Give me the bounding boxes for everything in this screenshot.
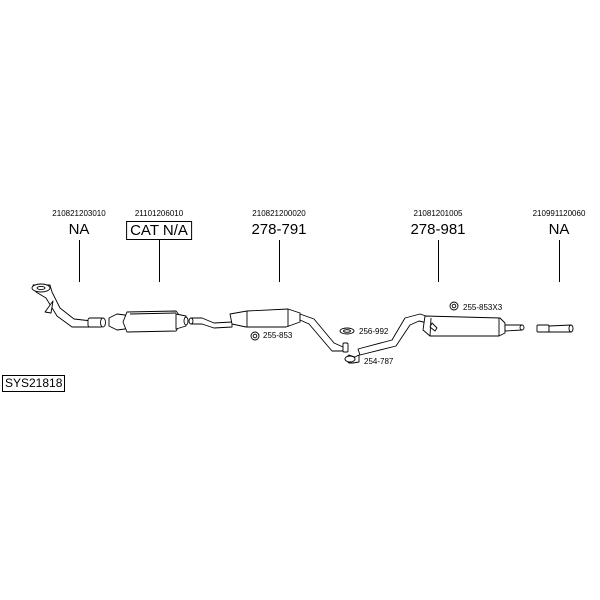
clamp-icon-a (250, 331, 260, 341)
gasket-part[interactable] (339, 327, 355, 335)
part-number-front-pipe[interactable]: NA (68, 221, 90, 238)
clamp-icon-c (449, 301, 459, 311)
oem-number-rear-silencer: 21081201005 (413, 209, 463, 218)
part-number-tail-pipe[interactable]: NA (548, 221, 570, 238)
catalytic-converter-part[interactable] (108, 310, 189, 333)
leader-line-catalyst (159, 240, 160, 282)
tail-pipe-part[interactable] (536, 324, 574, 333)
clamp-part-b[interactable] (344, 354, 360, 364)
system-code-label: SYS21818 (2, 375, 66, 392)
front-silencer-part[interactable] (188, 308, 344, 352)
front-pipe-part[interactable] (31, 283, 106, 328)
accessory-label-clamp-a: 255-853 (263, 331, 293, 340)
leader-line-front-silencer (279, 240, 280, 282)
connector-part[interactable] (342, 342, 349, 353)
rear-silencer-part[interactable] (357, 313, 525, 356)
part-number-rear-silencer[interactable]: 278-981 (410, 221, 466, 238)
accessory-label-gasket: 256-992 (359, 327, 389, 336)
oem-number-catalyst: 21101206010 (134, 209, 184, 218)
leader-line-tail-pipe (559, 240, 560, 282)
accessory-label-clamp-b: 254-787 (364, 357, 394, 366)
part-number-front-silencer[interactable]: 278-791 (251, 221, 307, 238)
oem-number-front-pipe: 210821203010 (52, 209, 106, 218)
leader-line-rear-silencer (438, 240, 439, 282)
oem-number-front-silencer: 210821200020 (252, 209, 306, 218)
part-number-catalyst[interactable]: CAT N/A (126, 221, 192, 240)
accessory-label-clamp-c: 255-853X3 (463, 303, 503, 312)
oem-number-tail-pipe: 210991120060 (532, 209, 586, 218)
leader-line-front-pipe (79, 240, 80, 282)
